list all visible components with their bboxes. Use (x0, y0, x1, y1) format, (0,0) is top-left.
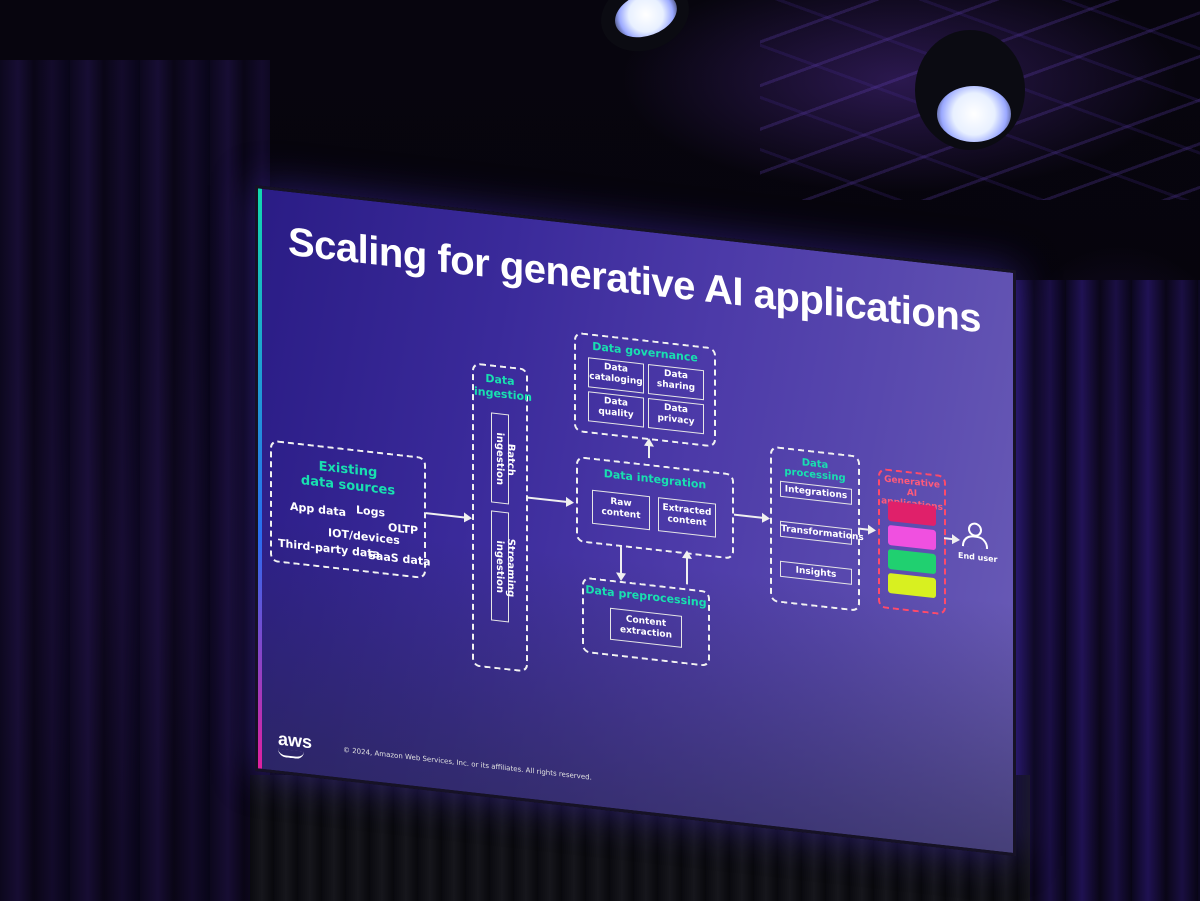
stage-light-right (915, 30, 1025, 150)
arrow-integration-to-governance (648, 444, 650, 459)
curtain-left (0, 60, 270, 901)
arrow-integration-to-preprocessing (620, 546, 622, 576)
slide-accent-bar (258, 188, 262, 769)
streaming-ingestion-label: Streaming ingestion (494, 537, 516, 598)
data-integration-box: Data integration Raw content Extracted c… (576, 455, 734, 560)
raw-content-box: Raw content (592, 489, 650, 531)
arrow-integration-to-processing (734, 513, 768, 520)
governance-cataloging: Data cataloging (588, 357, 644, 394)
content-extraction-box: Content extraction (610, 607, 682, 648)
batch-ingestion-box: Batch ingestion (491, 412, 516, 505)
data-ingestion-heading: Data ingestion (474, 371, 532, 405)
gen-ai-box: Generative AI applications (878, 467, 946, 616)
data-ingestion-box: Data ingestion Batch ingestion Streaming… (472, 362, 532, 673)
end-user-icon (962, 521, 988, 550)
existing-sources-heading: Existing data sources (272, 454, 424, 503)
arrow-processing-to-genai (858, 527, 874, 532)
arrow-ingestion-to-integration (528, 496, 572, 504)
projection-screen: Scaling for generative AI applications E… (255, 185, 1016, 857)
data-preprocessing-box: Data preprocessing Content extraction (582, 576, 710, 667)
gen-ai-item-1 (888, 500, 936, 527)
streaming-ingestion-box: Streaming ingestion (491, 510, 516, 623)
user-body (962, 534, 988, 550)
source-saas-data: SaaS data (368, 548, 431, 569)
extracted-content-box: Extracted content (658, 497, 716, 538)
arrow-genai-to-user (944, 537, 958, 541)
arrow-sources-to-ingestion (426, 512, 470, 520)
light-glow (937, 86, 1011, 142)
end-user-label: End user (958, 550, 998, 565)
gen-ai-item-3 (888, 548, 936, 575)
curtain-right (1000, 280, 1200, 901)
source-logs: Logs (356, 503, 385, 520)
governance-sharing: Data sharing (648, 364, 704, 401)
governance-privacy: Data privacy (648, 398, 704, 435)
batch-ingestion-label: Batch ingestion (494, 431, 516, 486)
existing-sources-box: Existing data sources App data Logs OLTP… (270, 439, 431, 580)
data-governance-box: Data governance Data cataloging Data sha… (574, 331, 716, 448)
processing-transformations: Transformations (780, 520, 864, 545)
processing-integrations: Integrations (780, 480, 852, 505)
source-app-data: App data (290, 499, 347, 520)
data-processing-box: Data processing Integrations Transformat… (770, 445, 864, 612)
slide-title: Scaling for generative AI applications (288, 219, 982, 342)
processing-insights: Insights (780, 560, 852, 585)
arrow-preprocessing-to-integration (686, 556, 688, 585)
gen-ai-item-2 (888, 524, 936, 551)
gen-ai-item-4 (888, 572, 936, 599)
governance-quality: Data quality (588, 391, 644, 428)
